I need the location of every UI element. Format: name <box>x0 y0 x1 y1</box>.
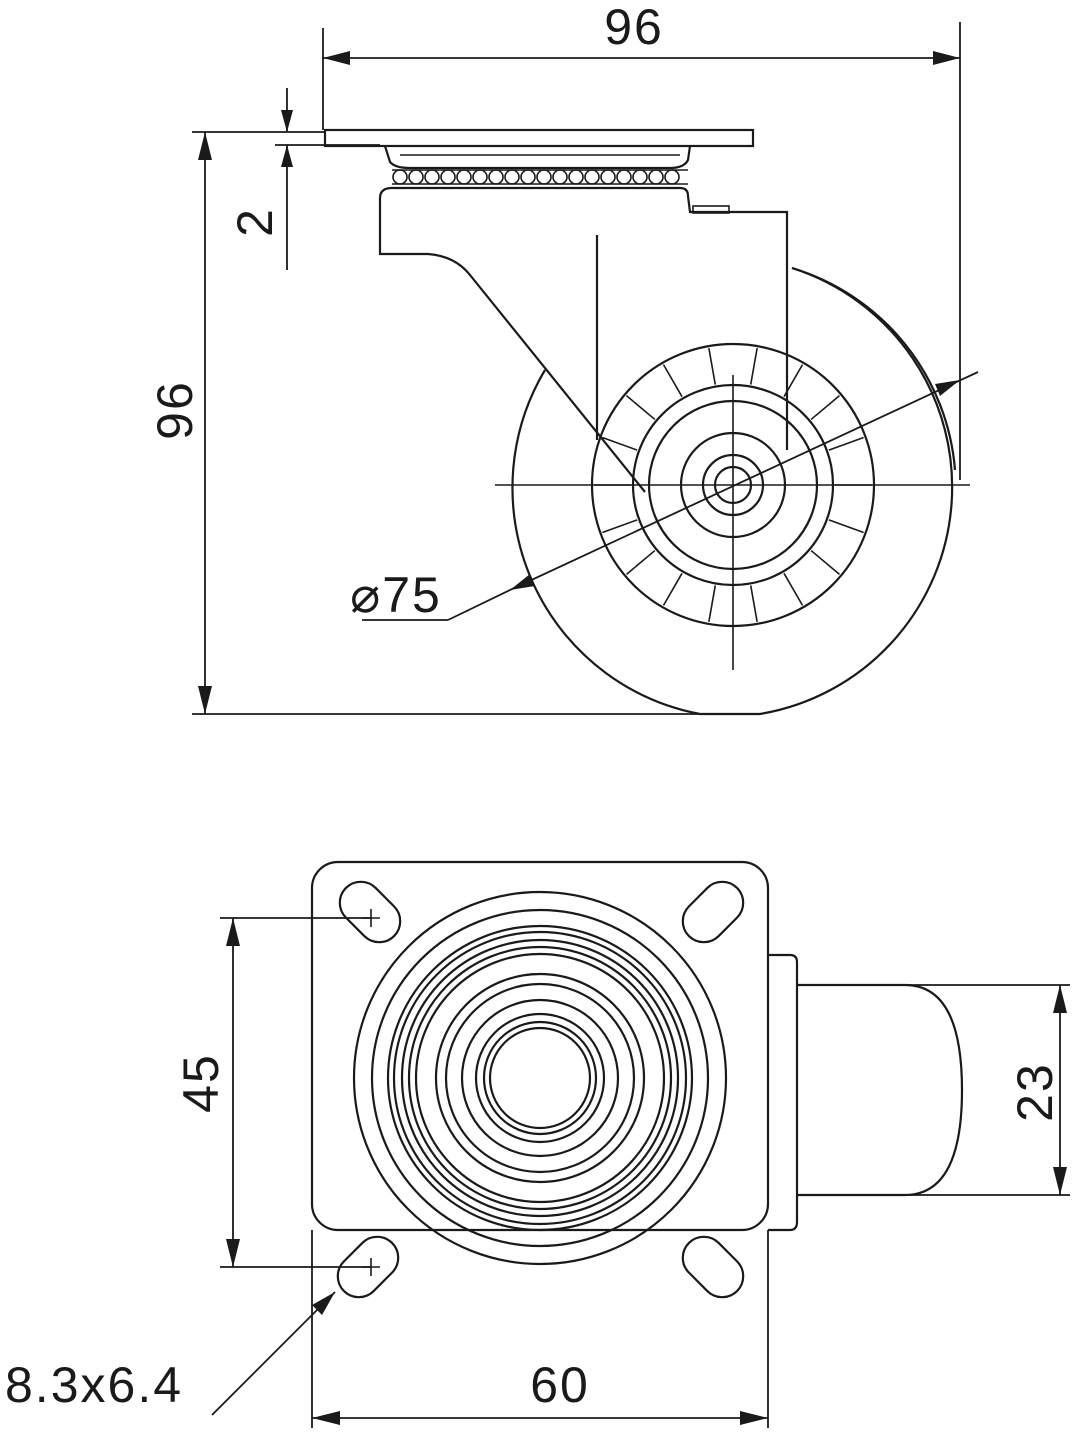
wheel-spoke <box>708 347 717 385</box>
wheel-spoke <box>626 549 656 575</box>
dim-overall-height: 96 <box>147 131 720 715</box>
wheel-spoke <box>662 364 683 398</box>
bearing-ball <box>440 169 456 185</box>
wheel-spoke <box>749 347 758 385</box>
bearing-ball <box>504 169 520 185</box>
bearing-ball <box>520 169 536 185</box>
overall-width-label: 96 <box>604 0 664 55</box>
overall-height-label: 96 <box>147 380 203 440</box>
wheel-spoke <box>783 572 804 606</box>
mounting-plate-side <box>323 128 755 170</box>
slot-holes <box>336 880 745 1299</box>
dim-wheel-diameter: ⌀75 <box>350 371 979 623</box>
dim-hole-spacing: 45 <box>173 917 371 1268</box>
wheel-spoke <box>749 585 758 623</box>
bearing-ball <box>648 169 664 185</box>
bearing-ball <box>456 169 472 185</box>
wheel-spoke <box>810 549 840 575</box>
slot-hole-top-left <box>338 880 402 944</box>
dim-wheel-width: 23 <box>905 984 1070 1196</box>
bearing-ball <box>552 169 568 185</box>
bearing-ball <box>488 169 504 185</box>
wheel-spoke <box>626 395 656 421</box>
bearing-ball <box>424 169 440 185</box>
dim-plate-thickness: 2 <box>227 88 380 270</box>
wheel-spoke <box>828 436 864 451</box>
slot-hole-bottom-left <box>336 1235 400 1299</box>
wheel-spoke <box>708 585 717 623</box>
dim-plate-width: 60 <box>311 1230 769 1428</box>
wheel-spoke <box>783 364 804 398</box>
hole-spacing-label: 45 <box>173 1053 229 1113</box>
bearing-ball <box>392 169 408 185</box>
slot-hole-bottom-right <box>681 1235 745 1299</box>
bearing-ball <box>536 169 552 185</box>
wheel-spoke <box>828 519 864 534</box>
wheel-top <box>768 953 964 1232</box>
hole-size-label: 8.3x6.4 <box>5 1357 183 1413</box>
bearing-ball <box>632 169 648 185</box>
side-view: 96 96 2 <box>147 0 979 716</box>
bearing-race <box>392 169 680 185</box>
bearing-ball <box>584 169 600 185</box>
bearing-ball <box>600 169 616 185</box>
wheel-spokes <box>594 347 872 623</box>
top-view: 45 23 60 8.3x6.4 <box>5 860 1070 1428</box>
fork-bracket <box>378 186 789 493</box>
plate-width-label: 60 <box>530 1357 590 1413</box>
bearing-ball <box>568 169 584 185</box>
bearing-ball <box>664 169 680 185</box>
swivel-rings <box>352 890 728 1266</box>
plate-thickness-label: 2 <box>227 207 283 237</box>
slot-hole-top-right <box>681 880 745 944</box>
bearing-ball <box>616 169 632 185</box>
dim-overall-width: 96 <box>322 0 961 480</box>
wheel-width-label: 23 <box>1007 1062 1063 1122</box>
bearing-ball <box>408 169 424 185</box>
wheel-spoke <box>602 436 638 451</box>
wheel-diameter-label: ⌀75 <box>350 567 442 623</box>
wheel-spoke <box>662 572 683 606</box>
wheel-spoke <box>810 395 840 421</box>
dim-hole-size: 8.3x6.4 <box>5 1291 336 1416</box>
wheel-spoke <box>602 519 638 534</box>
bearing-ball <box>472 169 488 185</box>
